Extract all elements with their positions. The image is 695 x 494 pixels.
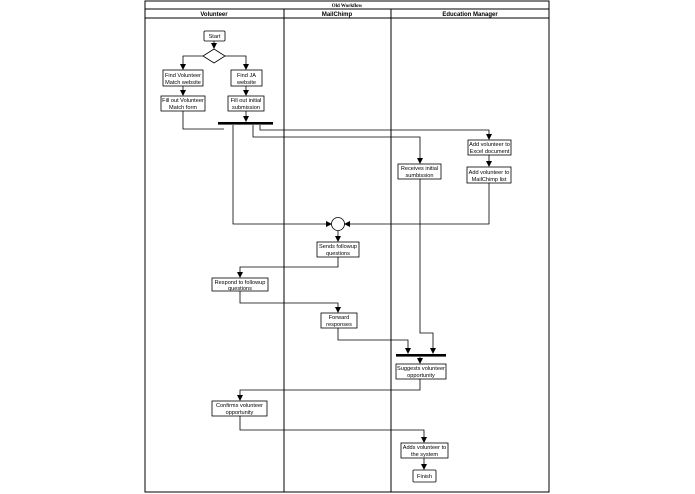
edge-sends-respond: [237, 257, 339, 278]
node-receives: [397, 163, 442, 180]
node-fill-match: [160, 95, 206, 112]
node-fill-match-label-1: Fill out Volunteer: [162, 98, 204, 104]
lane-label-mailchimp: MailChimp: [322, 12, 353, 18]
node-add-excel: [467, 139, 512, 156]
node-fill-initial-label-1: Fill out initial: [231, 98, 262, 104]
node-start: [203, 30, 226, 42]
node-forward-label-2: responses: [326, 322, 352, 328]
node-suggests-label-1: Suggests volunteer: [397, 366, 445, 372]
node-find-match: [162, 69, 204, 87]
connectors: [180, 41, 492, 470]
node-forward-label-1: Forward: [329, 315, 350, 321]
lane-label-volunteer: Volunteer: [200, 12, 228, 18]
node-add-excel-label-1: Add volunteer to: [469, 142, 510, 148]
node-suggests-label-2: opportunity: [407, 373, 435, 379]
node-suggests: [395, 363, 447, 380]
node-fill-initial: [227, 95, 265, 112]
node-respond-label-2: questions: [228, 286, 252, 292]
node-find-ja-label-2: website: [236, 80, 256, 86]
node-sends: [316, 241, 360, 258]
node-forward: [320, 312, 358, 329]
node-add-mailchimp-label-2: MailChimp list: [472, 177, 507, 183]
edge-mailchimp-merge: [344, 183, 490, 227]
node-find-ja: [230, 69, 263, 87]
node-sends-label-1: Sends followup: [319, 244, 357, 250]
edge-fork-receives: [252, 125, 423, 164]
node-fill-initial-label-2: submission: [232, 105, 260, 111]
edge-confirms-add-system: [239, 416, 427, 443]
node-add-excel-label-2: Excel document: [470, 149, 510, 155]
fork-bar: [218, 122, 273, 125]
node-confirms: [211, 400, 268, 417]
edge-fork-add-excel: [259, 125, 492, 140]
node-confirms-label-2: opportunity: [226, 410, 254, 416]
node-add-system: [400, 442, 449, 459]
edge-fill-match-fork: [182, 111, 224, 130]
join-bar: [396, 354, 446, 357]
node-respond-label-1: Respond to followup: [215, 280, 266, 286]
edge-suggests-confirms: [237, 379, 421, 401]
node-find-ja-label-1: Find JA: [237, 73, 256, 79]
edge-decision-find-ja: [225, 55, 249, 70]
node-start-label: Start: [209, 34, 221, 40]
node-receives-label-2: sumbission: [406, 173, 434, 179]
node-fill-match-label-2: Match form: [169, 105, 197, 111]
node-finish-label: Finish: [417, 474, 432, 480]
diagram-title: Old Workflow: [332, 4, 363, 9]
edge-forward-join: [337, 328, 411, 354]
node-add-mailchimp-label-1: Add volunteer to: [469, 170, 510, 176]
edge-fork-merge: [232, 125, 332, 227]
node-confirms-label-1: Confirms volunteer: [216, 403, 263, 409]
node-receives-label-1: Receives initial: [401, 166, 438, 172]
node-add-system-label-1: Adds volunteer to: [403, 445, 447, 451]
node-respond: [211, 277, 269, 292]
node-find-match-label-1: Find Volunteer: [165, 73, 201, 79]
node-sends-label-2: questions: [326, 251, 350, 257]
node-finish: [412, 469, 437, 483]
decision-diamond: [202, 48, 226, 64]
node-add-system-label-2: the system: [411, 452, 438, 458]
edge-receives-join: [419, 179, 436, 354]
merge-node: [331, 217, 345, 231]
node-add-mailchimp: [466, 166, 512, 184]
lane-label-education-manager: Education Manager: [442, 12, 498, 18]
edge-decision-find-match: [180, 55, 203, 70]
node-find-match-label-2: Match website: [165, 80, 201, 86]
edge-respond-forward: [239, 291, 341, 313]
